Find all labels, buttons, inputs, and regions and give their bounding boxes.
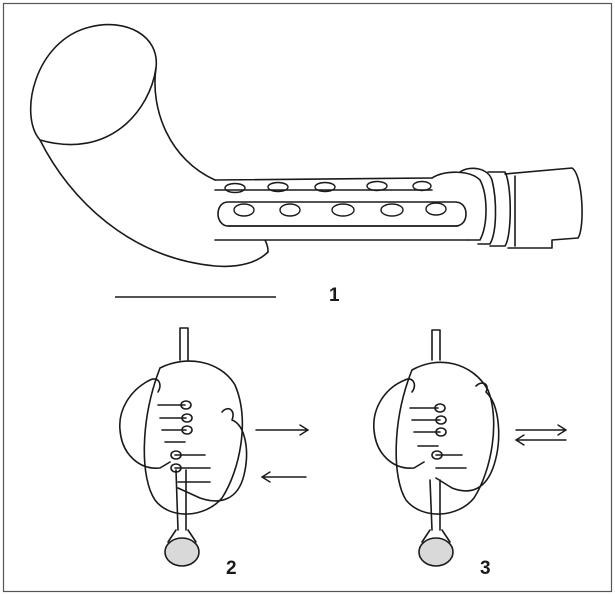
motion-arrows-fig3 <box>514 424 568 446</box>
thumb-nail <box>434 403 446 413</box>
finger-hole <box>366 180 388 192</box>
thumb-nail <box>435 415 447 425</box>
gourd-hands-fig2 <box>119 327 248 543</box>
left-hand <box>373 378 441 469</box>
mouthpiece-bulb <box>418 537 454 567</box>
reed-pipe-lower <box>429 479 441 531</box>
figure-label-3: 3 <box>480 558 491 579</box>
thumb-nail <box>181 425 193 435</box>
horn-channel <box>217 201 467 227</box>
reed-pipe-lower <box>175 469 187 531</box>
horn-ring-3 <box>487 171 511 247</box>
finger-hole <box>425 202 447 216</box>
finger-hole <box>267 181 289 193</box>
horn-mouthpiece <box>504 167 583 249</box>
mouthpiece-neck <box>167 529 197 543</box>
horn-ring-1 <box>431 171 487 241</box>
gourd-body <box>143 360 244 515</box>
arrow-left <box>514 434 567 446</box>
horn-outer-curve <box>39 139 269 268</box>
thumb-nail <box>181 413 193 423</box>
thumb-nail <box>435 427 447 437</box>
finger-hole <box>331 203 355 217</box>
left-hand <box>119 378 187 469</box>
finger-hole <box>279 203 301 217</box>
thumb-nail <box>431 450 443 460</box>
mouthpiece-bulb <box>164 537 200 567</box>
horn-inner-curve <box>154 67 216 181</box>
gourd-hands-fig3 <box>373 329 500 543</box>
motion-arrows-fig2 <box>255 424 310 483</box>
finger-holes <box>224 180 447 217</box>
arrow-left <box>260 471 307 483</box>
right-hand <box>435 382 500 492</box>
gourd-body <box>395 361 495 515</box>
thumb-nail <box>180 400 192 410</box>
reed-pipe <box>431 329 441 361</box>
thumb-nail <box>170 450 182 460</box>
horn-bell-opening <box>29 23 157 146</box>
thumb-nail <box>170 463 182 473</box>
reed-pipe <box>179 327 189 361</box>
horn-tube-bottom <box>214 239 469 253</box>
figure-label-1: 1 <box>329 285 340 306</box>
horn-instrument <box>29 23 583 268</box>
figure-label-2: 2 <box>226 558 237 579</box>
finger-hole <box>233 203 255 217</box>
horn-ring-2 <box>459 167 497 245</box>
finger-hole <box>380 203 404 217</box>
mouthpiece-neck <box>421 529 451 543</box>
arrow-right <box>255 424 310 436</box>
arrow-right <box>515 424 568 436</box>
finger-hole <box>224 182 246 194</box>
finger-hole <box>412 180 432 192</box>
right-hand <box>174 408 248 502</box>
finger-hole <box>314 181 336 193</box>
horn-tube-top <box>214 177 433 181</box>
